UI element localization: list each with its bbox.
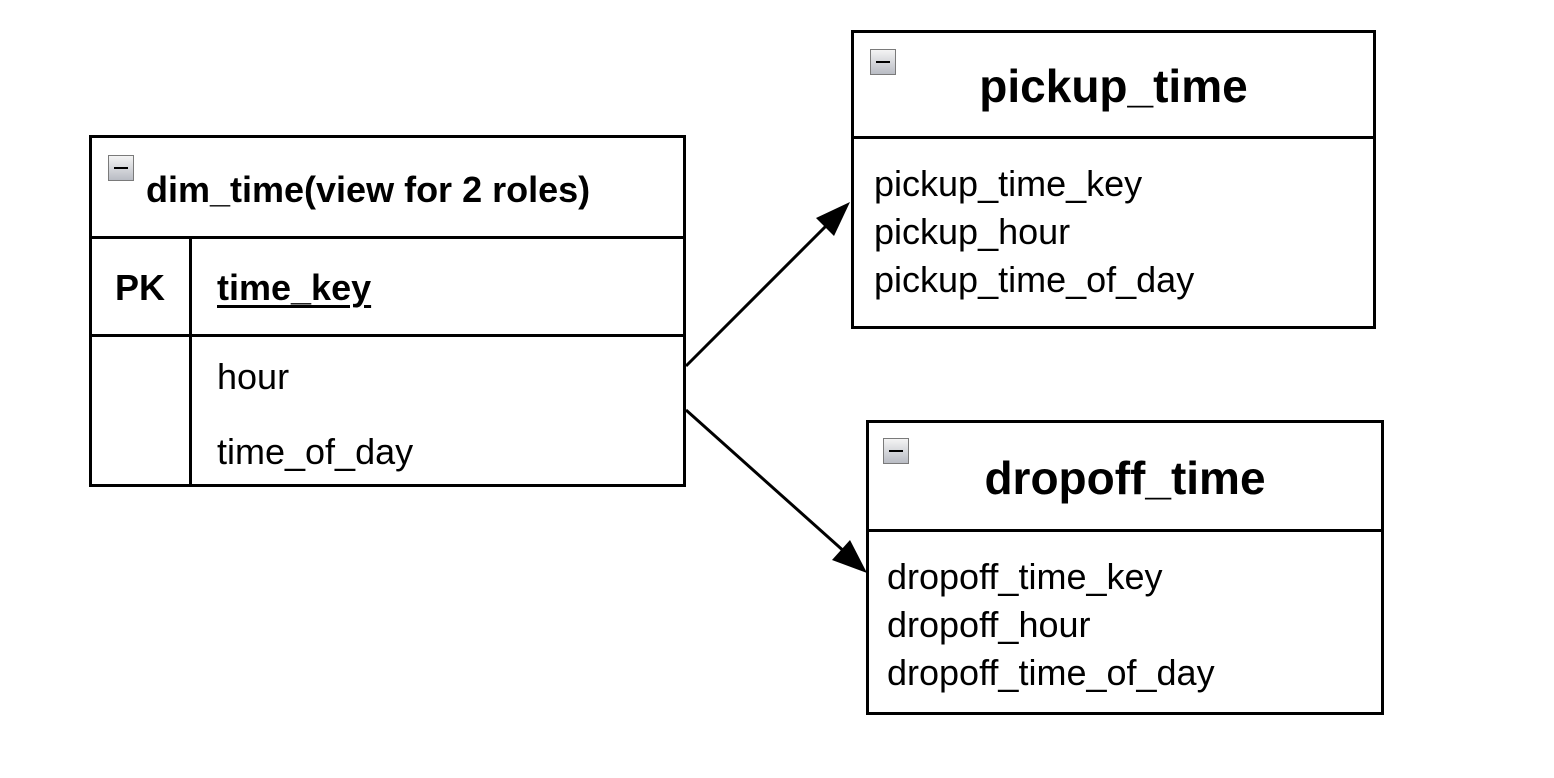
- pk-divider: [92, 334, 683, 337]
- header-divider: [854, 136, 1373, 139]
- field-pickup-hour: pickup_hour: [874, 211, 1071, 252]
- edge-to-pickup-time[interactable]: [684, 202, 850, 368]
- minus-box-icon[interactable]: [108, 155, 134, 181]
- edge-to-dropoff-time[interactable]: [685, 408, 867, 573]
- pk-label: PK: [115, 267, 166, 308]
- field-dropoff-time-of-day: dropoff_time_of_day: [887, 652, 1215, 693]
- edge-line: [684, 212, 840, 368]
- arrowhead-icon: [832, 540, 867, 573]
- pickup-time-title: pickup_time: [979, 60, 1248, 112]
- dim-time-table[interactable]: dim_time(view for 2 roles) PK time_key h…: [89, 135, 686, 487]
- field-dropoff-time-key: dropoff_time_key: [887, 556, 1163, 597]
- header-divider: [92, 236, 683, 239]
- dropoff-time-title: dropoff_time: [984, 452, 1266, 504]
- arrowhead-icon: [816, 202, 850, 236]
- header-divider: [869, 529, 1381, 532]
- minus-box-icon[interactable]: [870, 49, 896, 75]
- field-pickup-time-of-day: pickup_time_of_day: [874, 259, 1195, 300]
- pickup-time-table[interactable]: pickup_time pickup_time_key pickup_hour …: [851, 30, 1376, 329]
- dropoff-time-table[interactable]: dropoff_time dropoff_time_key dropoff_ho…: [866, 420, 1384, 715]
- field-pickup-time-key: pickup_time_key: [874, 163, 1143, 204]
- edge-line: [685, 408, 857, 564]
- field-hour: hour: [217, 356, 290, 397]
- column-divider: [189, 236, 192, 484]
- field-dropoff-hour: dropoff_hour: [887, 604, 1091, 645]
- dim-time-title: dim_time(view for 2 roles): [146, 169, 591, 210]
- primary-key-field: time_key: [217, 267, 372, 308]
- field-time-of-day: time_of_day: [217, 431, 414, 472]
- minus-box-icon[interactable]: [883, 438, 909, 464]
